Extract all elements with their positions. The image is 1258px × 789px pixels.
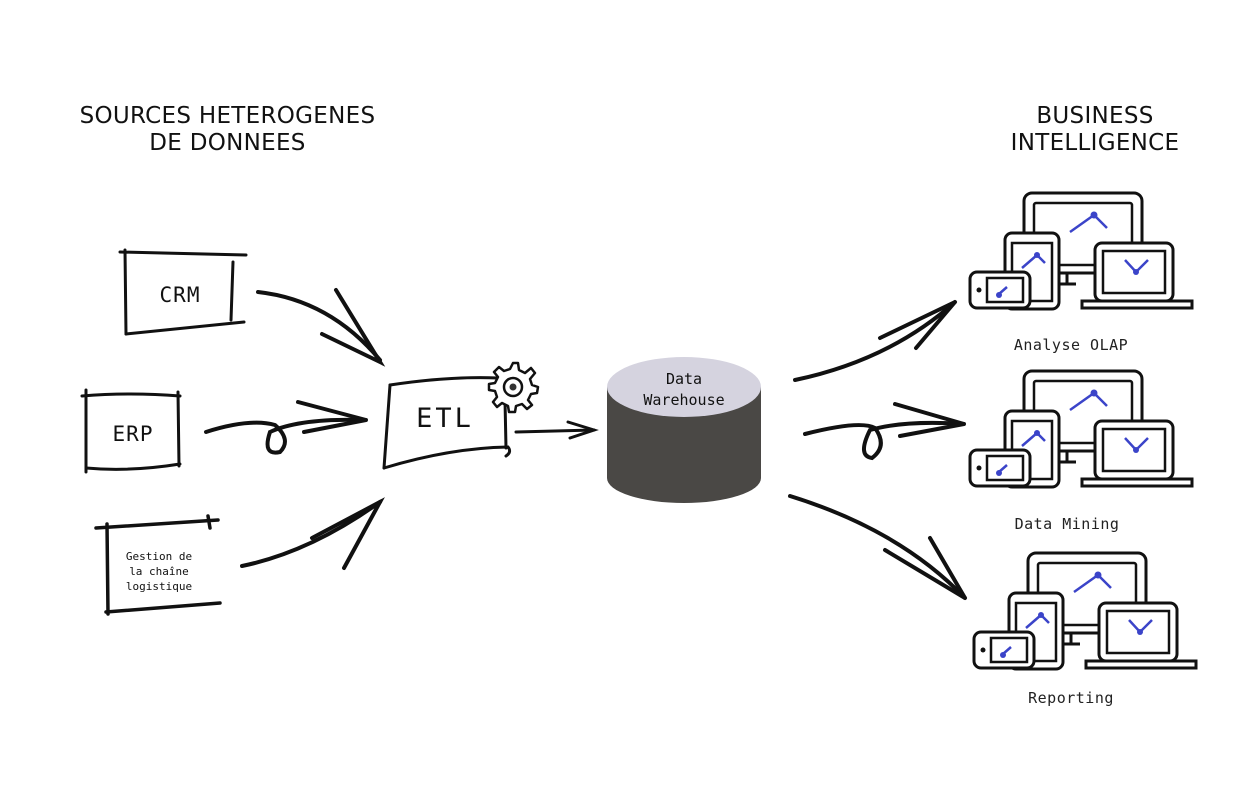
source-scm-box — [94, 514, 222, 616]
devices-icon-mining — [968, 369, 1194, 489]
output-reporting-label: Reporting — [1028, 689, 1114, 707]
sources-heading: SOURCES HETEROGENES DE DONNEES — [40, 103, 415, 157]
bi-heading-line2: INTELLIGENCE — [1010, 130, 1180, 156]
sources-heading-line2: DE DONNEES — [149, 130, 306, 156]
devices-icon-reporting — [972, 551, 1198, 671]
sources-heading-line1: SOURCES HETEROGENES — [79, 103, 376, 129]
gear-icon — [487, 361, 540, 414]
source-erp-label: ERP — [112, 422, 154, 446]
warehouse-label: Data Warehouse — [612, 369, 756, 411]
source-scm-label-line1: Gestion de — [125, 550, 193, 563]
arrow-warehouse-to-olap — [793, 300, 957, 382]
source-crm-label: CRM — [159, 283, 201, 307]
devices-icon-olap — [968, 191, 1194, 311]
warehouse-label-line1: Data — [665, 370, 703, 388]
source-scm-label: Gestion de la chaîne logistique — [110, 549, 208, 594]
source-erp-box — [80, 388, 182, 474]
arrow-warehouse-to-mining — [803, 402, 966, 461]
arrow-erp-to-etl — [204, 400, 368, 455]
bi-heading-line1: BUSINESS — [1036, 103, 1154, 129]
data-warehouse-cylinder — [607, 357, 761, 503]
output-mining-label: Data Mining — [1014, 515, 1120, 533]
arrow-scm-to-etl — [240, 497, 385, 570]
output-olap-label: Analyse OLAP — [1013, 336, 1129, 354]
source-scm-label-line3: logistique — [125, 580, 193, 593]
bi-heading: BUSINESS INTELLIGENCE — [985, 103, 1205, 157]
arrow-crm-to-etl — [256, 288, 386, 367]
arrow-etl-to-warehouse — [514, 420, 599, 440]
source-scm-label-line2: la chaîne — [129, 565, 189, 578]
etl-label: ETL — [416, 403, 474, 434]
warehouse-label-line2: Warehouse — [643, 391, 725, 409]
arrow-warehouse-to-reporting — [788, 494, 967, 600]
etl-card — [382, 376, 512, 470]
source-crm-box — [118, 248, 248, 336]
